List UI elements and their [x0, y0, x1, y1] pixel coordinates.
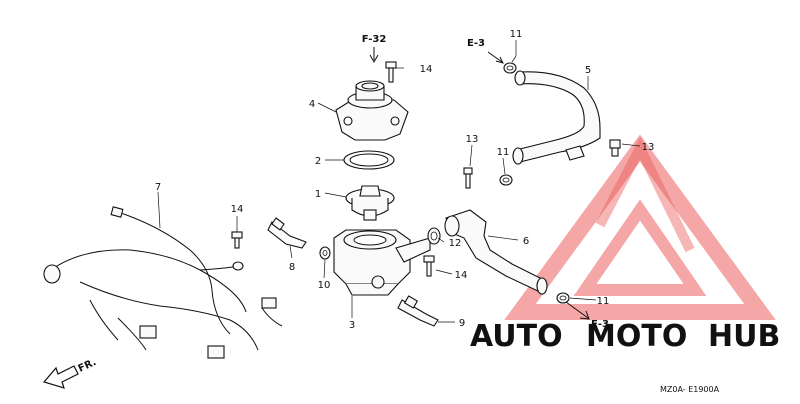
part-3-thermostat-housing — [333, 229, 431, 296]
part-5-upper-hose — [512, 70, 601, 165]
callout-7: 7 — [155, 182, 161, 193]
callout-13-right: 13 — [642, 142, 655, 153]
watermark-triangle-outer — [504, 134, 776, 320]
part-12-o-ring — [427, 227, 441, 245]
callout-14-left: 14 — [231, 204, 244, 215]
watermark-text: AUTO MOTO HUB — [470, 319, 780, 354]
callout-numbers: 4 2 1 3 14 11 5 13 11 13 12 6 14 11 9 7 … — [155, 29, 655, 331]
watermark-auto: AUTO — [470, 319, 563, 354]
part-11-clip-middle — [499, 174, 513, 186]
callout-13-center: 13 — [466, 134, 479, 145]
callout-6: 6 — [523, 236, 529, 247]
callout-1: 1 — [315, 189, 321, 200]
part-13-bolt-center — [463, 167, 473, 189]
part-9-sensor — [397, 295, 439, 327]
callout-11-top: 11 — [510, 29, 523, 40]
callout-8: 8 — [289, 262, 295, 273]
part-10-washer — [319, 246, 331, 260]
leader-lines — [157, 40, 641, 323]
part-1-thermostat — [345, 185, 395, 221]
front-label: FR. — [77, 357, 98, 375]
ref-e3-bottom-arrow-icon — [565, 301, 590, 320]
ref-e3-top-label: E-3 — [467, 38, 485, 49]
watermark-hub: HUB — [708, 319, 780, 354]
part-8-temperature-sensor — [267, 217, 307, 249]
front-arrow-icon — [42, 365, 79, 389]
callout-14-right: 14 — [455, 270, 468, 281]
callout-2: 2 — [315, 156, 321, 167]
callout-5: 5 — [585, 65, 591, 76]
callout-11-middle: 11 — [497, 147, 510, 158]
callout-12: 12 — [449, 238, 462, 249]
watermark-moto: MOTO — [586, 319, 687, 354]
part-11-clip-bottom — [556, 292, 570, 304]
ref-e3-bottom-label: E-3 — [591, 319, 609, 330]
part-2-o-ring — [343, 150, 395, 170]
callout-3: 3 — [349, 320, 355, 331]
part-11-clip-top — [503, 62, 517, 74]
part-13-bolt-right — [609, 139, 621, 157]
diagram-code: MZ0A- E1900A — [660, 385, 720, 394]
callout-4: 4 — [309, 99, 315, 110]
callout-10: 10 — [318, 280, 331, 291]
part-14-bolt-left — [231, 231, 243, 249]
part-14-bolt-right — [423, 255, 435, 277]
ref-f32-label: F-32 — [362, 34, 387, 45]
watermark-triangle-inner — [573, 199, 707, 296]
part-7-wire-harness — [43, 206, 283, 359]
part-14-bolt-top — [385, 61, 397, 83]
front-direction-indicator: FR. — [42, 357, 98, 389]
callout-11-bottom: 11 — [597, 296, 610, 307]
watermark-logo — [504, 134, 776, 320]
ref-f32-arrow-icon — [369, 47, 379, 64]
watermark-stroke — [595, 136, 695, 253]
callout-9: 9 — [459, 318, 465, 329]
ref-e3-top-arrow-icon — [487, 51, 504, 64]
part-6-water-pipe — [444, 209, 548, 295]
part-4-thermostat-cover — [335, 80, 409, 141]
callout-14-top: 14 — [420, 64, 433, 75]
